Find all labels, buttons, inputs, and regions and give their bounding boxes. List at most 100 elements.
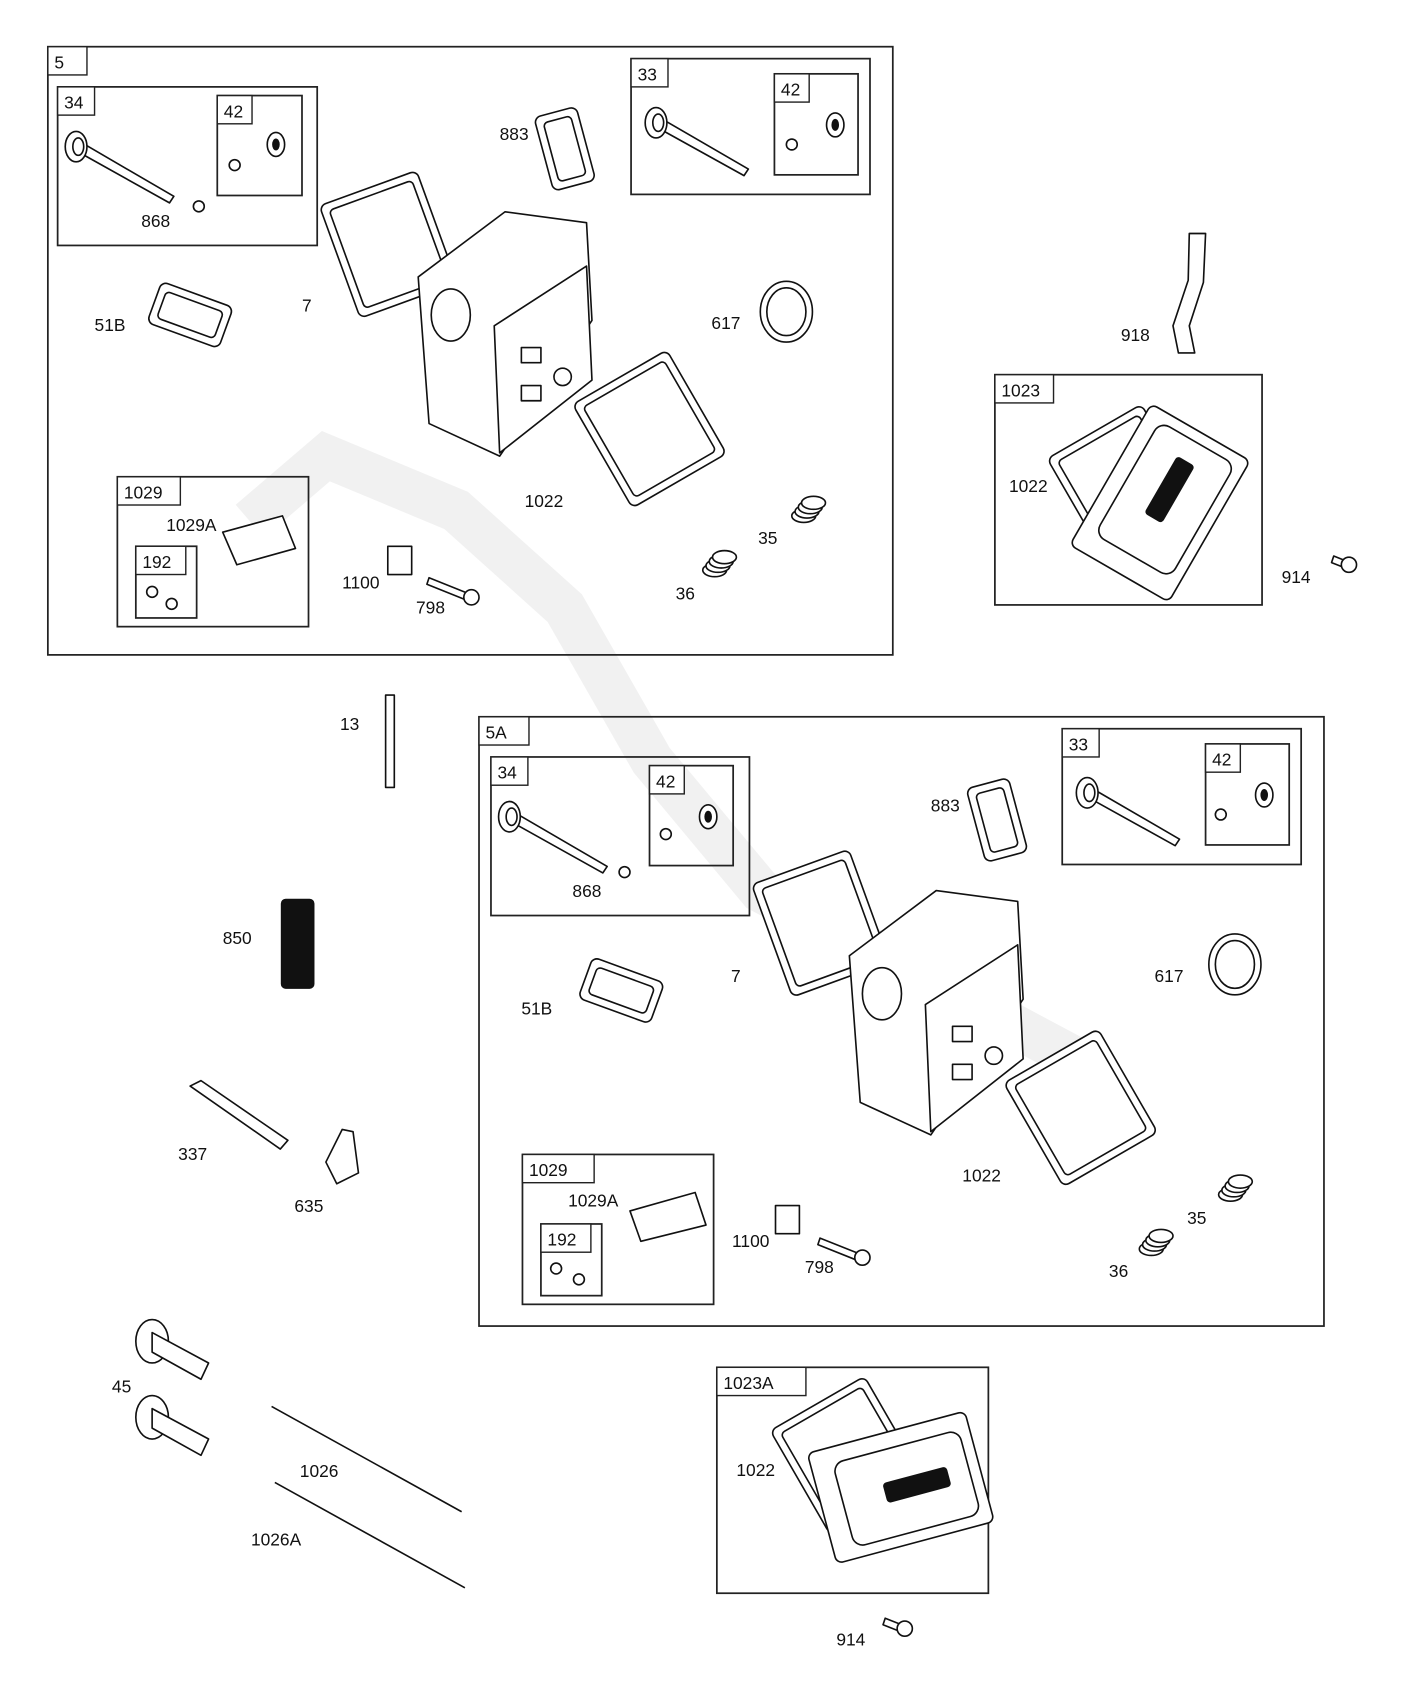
screw-914[interactable]	[1330, 555, 1358, 574]
assembly-tag[interactable]: 34	[497, 763, 517, 783]
assembly-1023a-frame: 1023A	[715, 1366, 990, 1595]
callout-45[interactable]: 45	[112, 1376, 131, 1396]
rocker-arm-1029a[interactable]	[629, 1191, 707, 1243]
breather-tube-918[interactable]	[1172, 232, 1207, 354]
callout-1022[interactable]: 1022	[736, 1460, 775, 1480]
assembly-tag[interactable]: 1023	[1001, 380, 1040, 400]
exhaust-gasket-883[interactable]	[966, 778, 1028, 863]
adjuster-nut[interactable]	[549, 1262, 563, 1275]
callout-1022[interactable]: 1022	[962, 1166, 1001, 1186]
exhaust-valve[interactable]	[497, 800, 608, 874]
rocker-stud-1100[interactable]	[774, 1204, 801, 1235]
valve-cap[interactable]	[1254, 782, 1274, 808]
assembly-tag[interactable]: 1029	[124, 482, 163, 502]
callout-13[interactable]: 13	[340, 714, 359, 734]
callout-617[interactable]: 617	[1155, 966, 1184, 986]
callout-1029a[interactable]: 1029A	[568, 1191, 619, 1211]
callout-51b[interactable]: 51B	[521, 998, 552, 1018]
callout-617[interactable]: 617	[711, 313, 740, 333]
rocker-stud-1100[interactable]	[386, 545, 413, 576]
spark-plug-boot-635[interactable]	[325, 1128, 360, 1185]
jam-nut[interactable]	[165, 597, 178, 611]
callout-918[interactable]: 918	[1121, 325, 1150, 345]
callout-337[interactable]: 337	[178, 1144, 207, 1164]
callout-850[interactable]: 850	[223, 928, 252, 948]
callout-868[interactable]: 868	[572, 881, 601, 901]
callout-798[interactable]: 798	[805, 1257, 834, 1277]
cylinder-head[interactable]	[848, 889, 1024, 1136]
seal-617[interactable]	[1208, 933, 1262, 996]
valve-cap[interactable]	[698, 803, 718, 830]
push-rod-1026[interactable]	[271, 1405, 463, 1513]
assembly-tag[interactable]: 1023A	[723, 1373, 774, 1393]
valve-spring-36[interactable]	[701, 549, 738, 578]
callout-635[interactable]: 635	[294, 1196, 323, 1216]
jam-nut[interactable]	[572, 1273, 586, 1286]
valve-seal-868[interactable]	[618, 865, 631, 879]
assembly-tag[interactable]: 42	[224, 101, 243, 121]
assembly-tag[interactable]: 192	[142, 552, 171, 572]
assembly-tag[interactable]: 192	[547, 1230, 576, 1250]
spark-plug-337[interactable]	[189, 1079, 289, 1150]
valve-spring-35[interactable]	[790, 495, 827, 524]
callout-7[interactable]: 7	[731, 966, 741, 986]
valve-keeper[interactable]	[1214, 808, 1228, 821]
assembly-tag[interactable]: 42	[656, 771, 675, 791]
valve-keeper[interactable]	[785, 138, 799, 151]
head-bolt-13[interactable]	[384, 694, 396, 789]
intake-valve[interactable]	[644, 106, 750, 177]
assembly-tag[interactable]: 42	[781, 80, 800, 100]
assembly-tag[interactable]: 5A	[486, 723, 508, 743]
callout-914[interactable]: 914	[1282, 567, 1311, 587]
callout-1026[interactable]: 1026	[300, 1461, 339, 1481]
valve-cover-1023a[interactable]	[807, 1411, 994, 1563]
intake-gasket-51b[interactable]	[147, 282, 233, 349]
callout-1029a[interactable]: 1029A	[166, 515, 217, 535]
valve-keeper[interactable]	[228, 158, 241, 172]
assembly-tag[interactable]: 42	[1212, 750, 1231, 770]
valve-seal-868[interactable]	[192, 200, 206, 213]
valve-cover-1023[interactable]	[1070, 404, 1250, 602]
rocker-bolt-798[interactable]	[817, 1237, 871, 1267]
rocker-arm-1029a[interactable]	[221, 515, 297, 566]
assembly-tag[interactable]: 34	[64, 93, 84, 113]
callout-1100[interactable]: 1100	[342, 573, 379, 593]
intake-gasket-51b[interactable]	[578, 957, 664, 1024]
cover-gasket-1022[interactable]	[573, 350, 727, 508]
sealant-tube-850[interactable]	[280, 898, 315, 989]
intake-valve[interactable]	[1075, 776, 1181, 847]
callout-36[interactable]: 36	[676, 583, 695, 603]
callout-35[interactable]: 35	[758, 528, 777, 548]
callout-36[interactable]: 36	[1109, 1261, 1128, 1281]
valve-spring-36[interactable]	[1138, 1228, 1174, 1257]
assembly-tag[interactable]: 33	[1069, 734, 1088, 754]
cover-gasket-1022[interactable]	[1004, 1029, 1158, 1187]
callout-883[interactable]: 883	[931, 795, 960, 815]
assembly-tag[interactable]: 33	[638, 64, 657, 84]
valve-keeper[interactable]	[659, 827, 673, 841]
callout-7[interactable]: 7	[302, 296, 312, 316]
assembly-tag[interactable]: 1029	[529, 1160, 568, 1180]
callout-883[interactable]: 883	[500, 124, 529, 144]
cylinder-head[interactable]	[417, 210, 593, 457]
callout-1022[interactable]: 1022	[525, 491, 564, 511]
callout-914[interactable]: 914	[836, 1629, 865, 1649]
seal-617[interactable]	[759, 280, 814, 343]
callout-51b[interactable]: 51B	[95, 315, 126, 335]
callout-868[interactable]: 868	[141, 211, 170, 231]
valve-cap[interactable]	[825, 112, 845, 138]
callout-798[interactable]: 798	[416, 598, 445, 618]
adjuster-nut[interactable]	[145, 585, 159, 599]
screw-914[interactable]	[882, 1617, 914, 1638]
callout-1026a[interactable]: 1026A	[251, 1529, 302, 1549]
exhaust-gasket-883[interactable]	[534, 106, 596, 191]
callout-1100[interactable]: 1100	[732, 1231, 769, 1251]
push-rod-1026a[interactable]	[274, 1481, 466, 1589]
callout-35[interactable]: 35	[1187, 1208, 1206, 1228]
callout-1022[interactable]: 1022	[1009, 476, 1048, 496]
rocker-bolt-798[interactable]	[426, 576, 480, 606]
valve-spring-35[interactable]	[1217, 1174, 1254, 1202]
valve-cap[interactable]	[266, 131, 286, 158]
assembly-tag[interactable]: 5	[54, 52, 64, 72]
exhaust-valve[interactable]	[64, 130, 175, 204]
